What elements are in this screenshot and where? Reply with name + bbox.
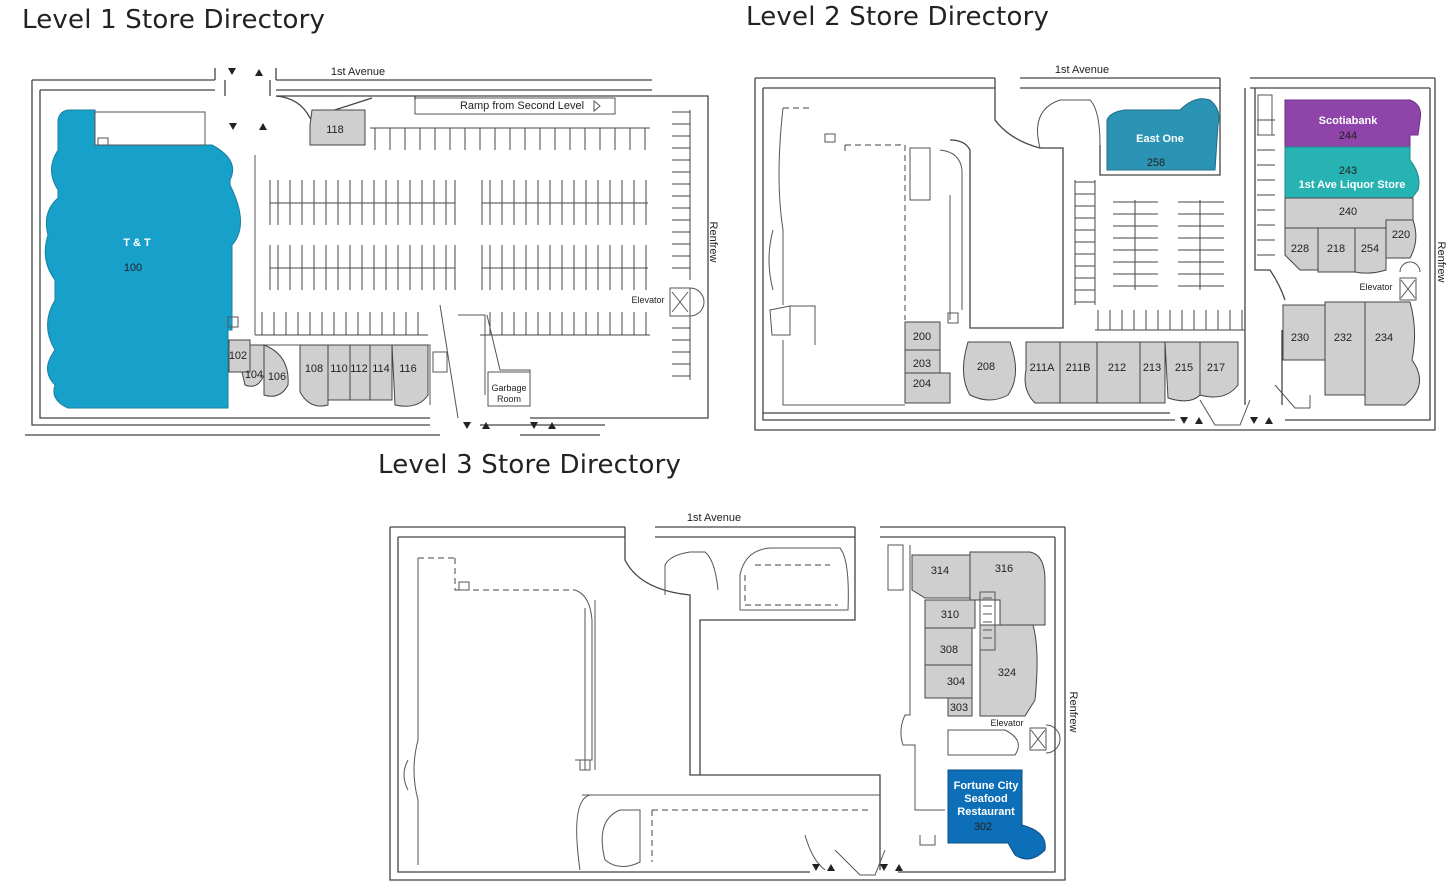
level-3-street-top: 1st Avenue <box>687 512 741 524</box>
svg-text:104: 104 <box>245 369 263 381</box>
svg-text:110: 110 <box>330 363 348 375</box>
unit-116[interactable] <box>391 344 429 407</box>
level-2-street-side: Renfrew <box>1435 242 1447 283</box>
level-1-street-top: 1st Avenue <box>331 66 385 78</box>
level-2-elevator <box>1399 261 1421 301</box>
unit-118[interactable] <box>309 109 366 146</box>
svg-text:114: 114 <box>372 363 390 375</box>
east-one-unit: 258 <box>1147 157 1165 169</box>
svg-text:220: 220 <box>1392 229 1410 241</box>
svg-text:240: 240 <box>1339 206 1357 218</box>
svg-text:108: 108 <box>305 363 323 375</box>
unit-114[interactable] <box>369 344 393 401</box>
svg-text:211B: 211B <box>1066 362 1091 374</box>
unit-108[interactable] <box>299 344 329 407</box>
svg-text:234: 234 <box>1375 332 1393 344</box>
level-3-title: Level 3 Store Directory <box>378 450 682 480</box>
svg-text:211A: 211A <box>1030 362 1056 374</box>
tnt-store[interactable] <box>44 109 241 409</box>
svg-text:212: 212 <box>1108 362 1126 374</box>
fortune-name-line1: Fortune City <box>954 780 1020 792</box>
level-2-parking <box>1074 119 1275 331</box>
svg-text:303: 303 <box>950 702 968 714</box>
svg-text:102: 102 <box>229 350 247 362</box>
svg-text:230: 230 <box>1291 332 1309 344</box>
svg-text:203: 203 <box>913 358 931 370</box>
svg-text:232: 232 <box>1334 332 1352 344</box>
svg-text:Room: Room <box>497 394 521 404</box>
fortune-name-line2: Seafood <box>964 793 1007 805</box>
level-1-elevator-label: Elevator <box>631 295 664 305</box>
unit-217[interactable] <box>1199 341 1239 398</box>
unit-314[interactable] <box>911 554 971 599</box>
level-2-street-top: 1st Avenue <box>1055 64 1109 76</box>
svg-text:215: 215 <box>1175 362 1193 374</box>
level-2-map: East One 258 Scotiabank 244 243 1st Ave … <box>754 64 1447 431</box>
svg-text:204: 204 <box>913 378 931 390</box>
level-3-street-side: Renfrew <box>1067 692 1079 733</box>
level-2-title: Level 2 Store Directory <box>746 2 1050 32</box>
unit-220[interactable] <box>1385 219 1417 259</box>
fortune-name-line3: Restaurant <box>957 806 1015 818</box>
unit-204[interactable] <box>904 372 951 404</box>
svg-text:228: 228 <box>1291 243 1309 255</box>
level-1-entrance-arrows <box>228 68 556 429</box>
svg-text:200: 200 <box>913 331 931 343</box>
unit-234[interactable] <box>1364 301 1420 406</box>
svg-text:217: 217 <box>1207 362 1225 374</box>
tnt-name: T & T <box>123 237 151 249</box>
east-one-store[interactable] <box>1106 98 1220 171</box>
svg-text:208: 208 <box>977 361 995 373</box>
unit-310[interactable] <box>924 599 976 629</box>
unit-208[interactable] <box>963 341 1016 401</box>
svg-text:314: 314 <box>931 565 949 577</box>
level-1-elevator <box>669 287 705 317</box>
unit-303[interactable] <box>947 697 973 717</box>
svg-text:218: 218 <box>1327 243 1345 255</box>
level-1-ramp-label: Ramp from Second Level <box>460 100 584 112</box>
svg-text:112: 112 <box>350 363 368 375</box>
svg-text:213: 213 <box>1143 362 1161 374</box>
unit-211a[interactable] <box>1024 341 1061 404</box>
fortune-unit: 302 <box>974 821 992 833</box>
garbage-room-label: Garbage <box>491 383 526 393</box>
east-one-name: East One <box>1136 133 1184 145</box>
unit-254[interactable] <box>1354 227 1387 274</box>
tnt-unit: 100 <box>124 262 142 274</box>
scotiabank-name: Scotiabank <box>1319 115 1379 127</box>
level-3-elevator <box>1029 724 1061 754</box>
liquor-store[interactable] <box>1284 146 1420 199</box>
unit-228[interactable] <box>1284 227 1319 271</box>
level-1-title: Level 1 Store Directory <box>22 5 326 35</box>
unit-213[interactable] <box>1139 341 1166 404</box>
svg-text:116: 116 <box>399 363 417 375</box>
svg-text:254: 254 <box>1361 243 1379 255</box>
level-2-elevator-label: Elevator <box>1359 282 1392 292</box>
fortune-city-restaurant[interactable] <box>947 769 1046 860</box>
unit-106[interactable] <box>263 344 289 397</box>
svg-text:106: 106 <box>268 371 286 383</box>
level-1-street-side: Renfrew <box>707 222 719 263</box>
level-3-entrance-arrows <box>812 864 903 871</box>
svg-text:316: 316 <box>995 563 1013 575</box>
scotiabank-store[interactable] <box>1284 99 1421 148</box>
liquor-unit: 243 <box>1339 165 1357 177</box>
scotiabank-unit: 244 <box>1339 130 1357 142</box>
level-3-elevator-label: Elevator <box>990 718 1023 728</box>
liquor-name: 1st Ave Liquor Store <box>1299 179 1406 191</box>
unit-316[interactable] <box>969 551 1046 626</box>
level-1-parking <box>255 110 691 380</box>
svg-text:310: 310 <box>941 609 959 621</box>
svg-text:324: 324 <box>998 667 1016 679</box>
svg-text:304: 304 <box>947 676 965 688</box>
level-1-map: T & T 100 118 102 104 106 108 110 112 11… <box>25 66 719 436</box>
svg-text:308: 308 <box>940 644 958 656</box>
level-2-entrance-arrows <box>1180 417 1273 424</box>
unit-324[interactable] <box>979 624 1038 717</box>
svg-text:118: 118 <box>326 124 344 136</box>
